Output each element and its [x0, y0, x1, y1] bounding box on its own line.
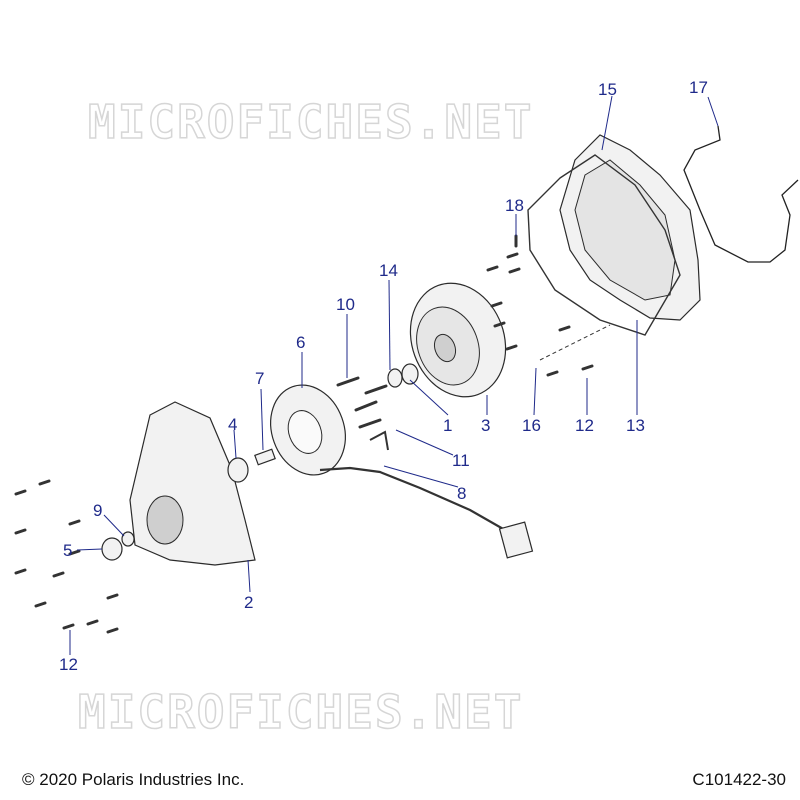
- part-washer: [387, 368, 403, 388]
- callout-13: 13: [626, 416, 645, 435]
- part-outer-cover-inner: [574, 159, 676, 301]
- callout-4: 4: [228, 415, 237, 434]
- callout-17: 17: [689, 78, 708, 97]
- callout-10: 10: [336, 295, 355, 314]
- part-harness-connector: [498, 521, 534, 559]
- drawing-id: C101422-30: [692, 770, 786, 789]
- callout-3: 3: [481, 416, 490, 435]
- callout-8: 8: [457, 484, 466, 503]
- part-inner-housing-bore: [146, 495, 184, 545]
- callout-18: 18: [505, 196, 524, 215]
- callout-7: 7: [255, 369, 264, 388]
- callout-14: 14: [379, 261, 398, 280]
- bolts-long: [336, 376, 388, 429]
- alignment-dashed-line: [539, 324, 611, 361]
- part-clip: [369, 430, 389, 451]
- part-flywheel: [409, 282, 507, 398]
- leader-lines: [69, 95, 719, 655]
- copyright-notice: © 2020 Polaris Industries Inc.: [22, 770, 245, 789]
- bolts-housing: [14, 479, 119, 634]
- part-gasket-wire: [683, 125, 799, 263]
- watermark-bottom: MICROFICHES.NET: [78, 685, 523, 739]
- callout-12-right: 12: [575, 416, 594, 435]
- part-seal: [121, 531, 135, 547]
- callout-12-left: 12: [59, 655, 78, 674]
- callout-1: 1: [443, 416, 452, 435]
- callout-5: 5: [63, 541, 72, 560]
- part-bearing: [227, 457, 249, 483]
- bolts-cover: [486, 234, 594, 377]
- callout-2: 2: [244, 593, 253, 612]
- callout-11: 11: [452, 451, 470, 470]
- part-stator: [270, 384, 346, 476]
- callout-6: 6: [296, 333, 305, 352]
- part-cover-gasket: [527, 154, 681, 336]
- callout-9: 9: [93, 501, 102, 520]
- part-shaft: [254, 448, 276, 466]
- part-stator-harness: [319, 466, 506, 531]
- watermark-top: MICROFICHES.NET: [88, 95, 533, 149]
- callout-16: 16: [522, 416, 541, 435]
- part-plug: [101, 537, 123, 561]
- part-flywheel-washer: [401, 363, 419, 385]
- callout-15: 15: [598, 80, 617, 99]
